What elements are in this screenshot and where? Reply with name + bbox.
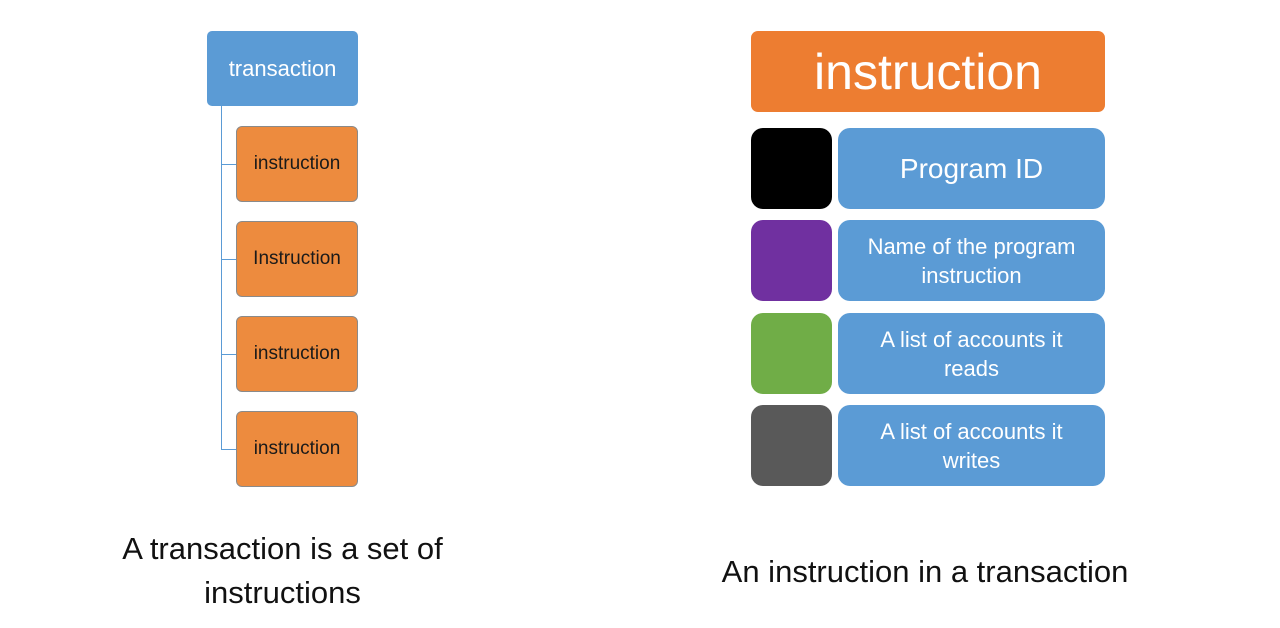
left-caption: A transaction is a set of instructions [60, 527, 505, 615]
read-accounts-field: A list of accounts it reads [838, 313, 1105, 394]
write-accounts-field: A list of accounts it writes [838, 405, 1105, 486]
write-accounts-swatch [751, 405, 832, 486]
left-caption-line1: A transaction is a set of [122, 531, 443, 566]
hierarchy-vertical-line [221, 106, 222, 449]
hierarchy-branch-line [221, 259, 236, 260]
instruction-name-swatch [751, 220, 832, 301]
instruction-name-field: Name of the program instruction [838, 220, 1105, 301]
left-caption-line2: instructions [204, 575, 361, 610]
read-accounts-swatch [751, 313, 832, 394]
hierarchy-branch-line [221, 354, 236, 355]
program-id-swatch [751, 128, 832, 209]
instruction-node: instruction [236, 126, 358, 202]
program-id-field: Program ID [838, 128, 1105, 209]
transaction-node: transaction [207, 31, 358, 106]
hierarchy-branch-line [221, 449, 236, 450]
hierarchy-branch-line [221, 164, 236, 165]
instruction-node: Instruction [236, 221, 358, 297]
instruction-node: instruction [236, 411, 358, 487]
instruction-node: instruction [236, 316, 358, 392]
right-caption: An instruction in a transaction [721, 554, 1129, 589]
instruction-header: instruction [751, 31, 1105, 112]
